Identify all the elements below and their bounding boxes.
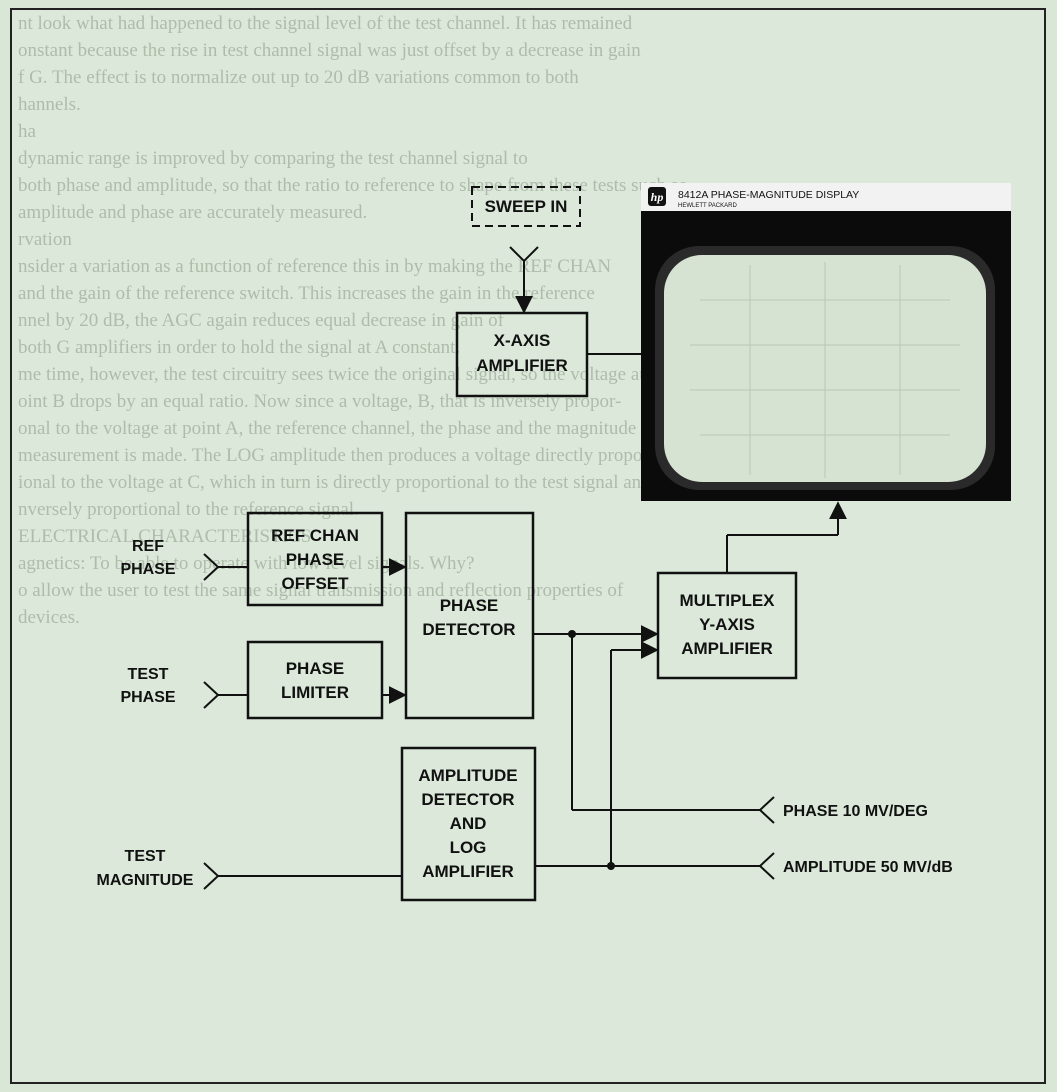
ampdet-line2: DETECTOR bbox=[421, 790, 514, 809]
multiplex-line1: MULTIPLEX bbox=[679, 591, 775, 610]
amplitude-output-label: AMPLITUDE 50 MV/dB bbox=[783, 859, 953, 876]
display-model-title: 8412A PHASE-MAGNITUDE DISPLAY bbox=[678, 189, 859, 201]
multiplex-line2: Y-AXIS bbox=[699, 615, 755, 634]
limiter-line2: LIMITER bbox=[281, 683, 349, 702]
display-maker: HEWLETT PACKARD bbox=[678, 203, 737, 209]
multiplex-line3: AMPLIFIER bbox=[681, 639, 773, 658]
test-magnitude-label-2: MAGNITUDE bbox=[97, 872, 194, 889]
test-phase-label-2: PHASE bbox=[120, 689, 175, 706]
amplitude-junction-dot bbox=[607, 862, 615, 870]
ampdet-line1: AMPLITUDE bbox=[418, 766, 517, 785]
amplitude-detector-block: AMPLITUDE DETECTOR AND LOG AMPLIFIER bbox=[402, 748, 535, 900]
amplitude-output-connector-icon bbox=[760, 853, 774, 879]
x-axis-amplifier-block: X-AXIS AMPLIFIER bbox=[457, 313, 587, 396]
test-magnitude-connector-icon bbox=[204, 863, 218, 889]
sweep-in-label: SWEEP IN bbox=[485, 197, 568, 216]
ampdet-line3: AND bbox=[450, 814, 487, 833]
x-axis-amp-line2: AMPLIFIER bbox=[476, 356, 568, 375]
sweep-in-block: SWEEP IN bbox=[472, 187, 580, 226]
phase-magnitude-display: hp 8412A PHASE-MAGNITUDE DISPLAY HEWLETT… bbox=[641, 183, 1011, 501]
test-magnitude-label-1: TEST bbox=[125, 848, 166, 865]
detector-line2: DETECTOR bbox=[422, 620, 515, 639]
sweep-in-connector-icon bbox=[510, 247, 538, 261]
phase-junction-dot bbox=[568, 630, 576, 638]
test-phase-label-1: TEST bbox=[128, 666, 169, 683]
ref-offset-line1: REF CHAN bbox=[271, 526, 359, 545]
ref-offset-line3: OFFSET bbox=[281, 574, 349, 593]
ref-chan-phase-offset-block: REF CHAN PHASE OFFSET bbox=[248, 513, 382, 605]
test-phase-connector-icon bbox=[204, 682, 218, 708]
ampdet-line5: AMPLIFIER bbox=[422, 862, 514, 881]
phase-output-label: PHASE 10 MV/DEG bbox=[783, 803, 928, 820]
hp-logo-text: hp bbox=[651, 190, 664, 204]
ref-phase-label-2: PHASE bbox=[120, 561, 175, 578]
limiter-line1: PHASE bbox=[286, 659, 345, 678]
ampdet-line4: LOG bbox=[450, 838, 487, 857]
ref-phase-connector-icon bbox=[204, 554, 218, 580]
x-axis-amp-line1: X-AXIS bbox=[494, 331, 551, 350]
phase-detector-block: PHASE DETECTOR bbox=[406, 513, 533, 718]
phase-limiter-block: PHASE LIMITER bbox=[248, 642, 382, 718]
phase-output-connector-icon bbox=[760, 797, 774, 823]
multiplex-y-axis-amplifier-block: MULTIPLEX Y-AXIS AMPLIFIER bbox=[658, 573, 796, 678]
ref-phase-label-1: REF bbox=[132, 538, 164, 555]
ref-offset-line2: PHASE bbox=[286, 550, 345, 569]
detector-line1: PHASE bbox=[440, 596, 499, 615]
